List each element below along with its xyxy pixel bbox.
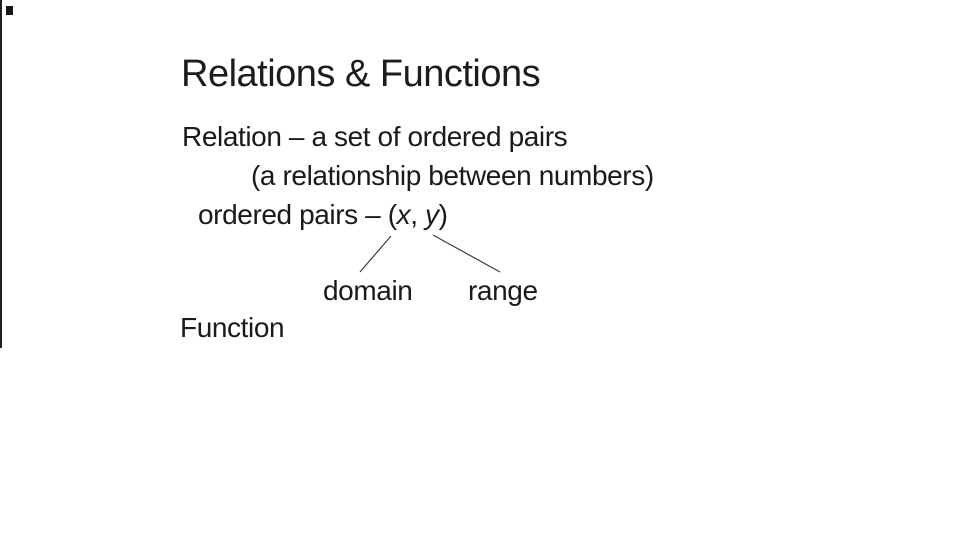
line3-text-segment: ordered pairs – ( <box>198 199 397 230</box>
connector-line-to-range <box>432 234 501 273</box>
slide-title: Relations & Functions <box>181 53 541 95</box>
domain-label: domain <box>323 275 413 306</box>
left-border-line <box>0 0 2 348</box>
line3-text-segment: ) <box>438 199 448 230</box>
line3-variable-y: y <box>425 199 439 230</box>
body-line-parenthetical: (a relationship between numbers) <box>251 160 654 191</box>
corner-mark <box>6 6 13 15</box>
connector-line-to-domain <box>359 235 392 273</box>
line3-text-segment: , <box>410 199 426 230</box>
body-line-relation-definition: Relation – a set of ordered pairs <box>182 121 568 152</box>
body-line-ordered-pairs: ordered pairs – (x, y) <box>198 200 448 229</box>
line3-variable-x: x <box>396 199 411 230</box>
range-label: range <box>468 275 538 306</box>
function-label: Function <box>180 312 285 343</box>
